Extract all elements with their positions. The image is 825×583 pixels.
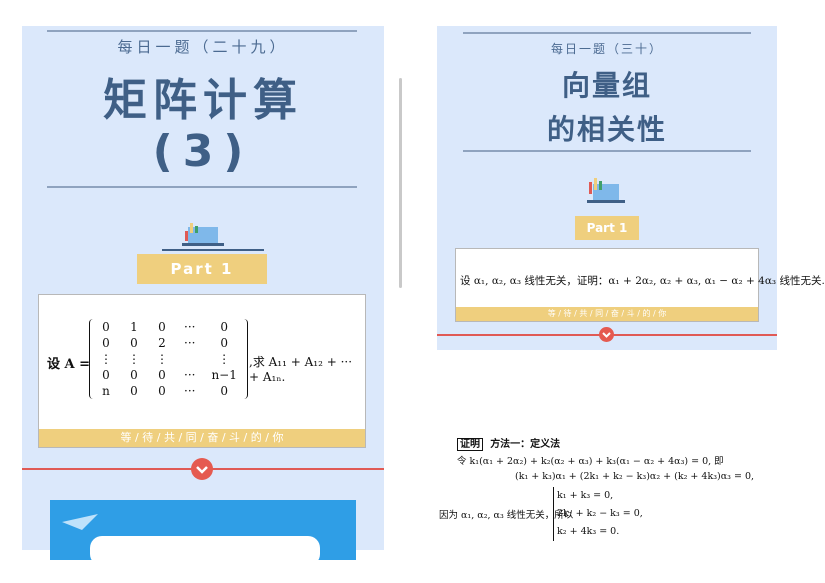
title-divider bbox=[47, 186, 357, 188]
matrix-cell: ··· bbox=[184, 368, 196, 382]
poster-kicker: 每日一题（三十） bbox=[550, 42, 663, 56]
proof-tag: 证明 bbox=[457, 438, 483, 451]
problem-text: 设 α₁, α₂, α₃ 线性无关，证明：α₁ + 2α₂, α₂ + α₃, … bbox=[460, 275, 825, 287]
matrix-cell: n−1 bbox=[211, 368, 237, 382]
matrix-cell: 0 bbox=[158, 368, 166, 382]
poster-subtitle: 的相关性 bbox=[546, 113, 667, 146]
matrix-cell: 0 bbox=[102, 368, 110, 382]
illustration-base bbox=[162, 249, 264, 251]
top-divider bbox=[463, 32, 751, 34]
matrix-cell: 0 bbox=[220, 320, 228, 334]
matrix-row: 0 1 0 ··· 0 bbox=[92, 319, 245, 335]
equation: k₂ + 4k₃ = 0. bbox=[557, 526, 620, 537]
scrollbar[interactable] bbox=[399, 78, 402, 288]
proof-line-3: 因为 α₁, α₂, α₃ 线性无关，所以 bbox=[439, 510, 574, 521]
chevron-down-icon[interactable] bbox=[191, 458, 213, 480]
matrix-cell: ⋮ bbox=[100, 352, 112, 366]
equation: 2k₁ + k₂ − k₃ = 0, bbox=[557, 508, 643, 519]
matrix-cell: ⋮ bbox=[218, 352, 231, 366]
footer-band: 等 / 待 / 共 / 同 / 奋 / 斗 / 的 / 你 bbox=[456, 307, 758, 321]
left-poster: 每日一题（二十九） 矩阵计算 (3) Part 1 设 A = 0 1 0 ··… bbox=[22, 26, 384, 566]
matrix-row: 0 0 2 ··· 0 bbox=[92, 335, 245, 351]
footer-band: 等 / 待 / 共 / 同 / 奋 / 斗 / 的 / 你 bbox=[39, 429, 365, 447]
matrix-cell: 0 bbox=[220, 336, 228, 350]
matrix-cell: 0 bbox=[158, 384, 166, 398]
poster-title: 矩阵计算 bbox=[103, 75, 303, 126]
matrix-table: 0 1 0 ··· 0 0 0 2 ··· 0 ⋮ ⋮ ⋮ bbox=[92, 319, 245, 399]
matrix-cell: 1 bbox=[130, 320, 138, 334]
proof-line-2: (k₁ + k₃)α₁ + (2k₁ + k₂ − k₃)α₂ + (k₂ + … bbox=[515, 471, 755, 482]
problem-card: 设 α₁, α₂, α₃ 线性无关，证明：α₁ + 2α₂, α₂ + α₃, … bbox=[455, 248, 825, 322]
equation: k₁ + k₃ = 0, bbox=[557, 490, 614, 501]
next-banner bbox=[50, 500, 356, 566]
chevron-down-icon[interactable] bbox=[599, 327, 614, 342]
matrix-cell: ··· bbox=[184, 336, 196, 350]
part-label: Part 1 bbox=[575, 216, 639, 240]
title-divider bbox=[463, 150, 751, 152]
top-divider bbox=[47, 30, 357, 32]
matrix-cell: 0 bbox=[158, 320, 166, 334]
matrix-cell: ··· bbox=[184, 384, 196, 398]
matrix: 0 1 0 ··· 0 0 0 2 ··· 0 ⋮ ⋮ ⋮ bbox=[89, 319, 248, 399]
poster-title: 向量组 bbox=[561, 69, 652, 102]
proof-line-1: 令 k₁(α₁ + 2α₂) + k₂(α₂ + α₃) + k₃(α₁ − α… bbox=[457, 456, 724, 467]
proof-method: 方法一：定义法 bbox=[490, 439, 561, 450]
matrix-cell: ⋮ bbox=[128, 352, 140, 366]
matrix-cell: 0 bbox=[130, 384, 138, 398]
problem-suffix: ,求 A₁₁ + A₁₂ + ··· + A₁ₙ. bbox=[249, 355, 353, 384]
matrix-cell: 2 bbox=[158, 336, 166, 350]
proof-header: 证明 方法一：定义法 bbox=[457, 435, 561, 451]
problem-prefix: 设 A = bbox=[47, 357, 91, 372]
proof-panel: 证明 方法一：定义法 令 k₁(α₁ + 2α₂) + k₂(α₂ + α₃) … bbox=[437, 355, 777, 550]
matrix-cell: 0 bbox=[102, 336, 110, 350]
equation-system: k₁ + k₃ = 0, 2k₁ + k₂ − k₃ = 0, k₂ + 4k₃… bbox=[553, 487, 643, 541]
matrix-row: n 0 0 ··· 0 bbox=[92, 383, 245, 399]
paper-plane-icon bbox=[62, 514, 98, 530]
matrix-cell: 0 bbox=[220, 384, 228, 398]
problem-card: 设 A = 0 1 0 ··· 0 0 0 2 ··· 0 ⋮ bbox=[38, 294, 366, 448]
laptop-chart-icon bbox=[587, 178, 625, 203]
matrix-cell: ⋮ bbox=[156, 352, 168, 366]
matrix-cell: 0 bbox=[130, 368, 138, 382]
matrix-row: ⋮ ⋮ ⋮ ⋮ bbox=[92, 351, 245, 367]
poster-kicker: 每日一题（二十九） bbox=[117, 38, 289, 56]
matrix-cell: n bbox=[102, 384, 110, 398]
matrix-cell bbox=[176, 351, 203, 367]
poster-subtitle: (3) bbox=[152, 126, 254, 177]
part-label: Part 1 bbox=[137, 254, 267, 284]
laptop-chart-icon bbox=[182, 223, 224, 246]
matrix-row: 0 0 0 ··· n−1 bbox=[92, 367, 245, 383]
matrix-cell: 0 bbox=[102, 320, 110, 334]
matrix-cell: ··· bbox=[184, 320, 196, 334]
next-banner-card bbox=[90, 536, 320, 566]
matrix-cell: 0 bbox=[130, 336, 138, 350]
right-poster: 每日一题（三十） 向量组 的相关性 Part 1 设 α₁, α₂, α₃ 线性… bbox=[437, 26, 825, 350]
